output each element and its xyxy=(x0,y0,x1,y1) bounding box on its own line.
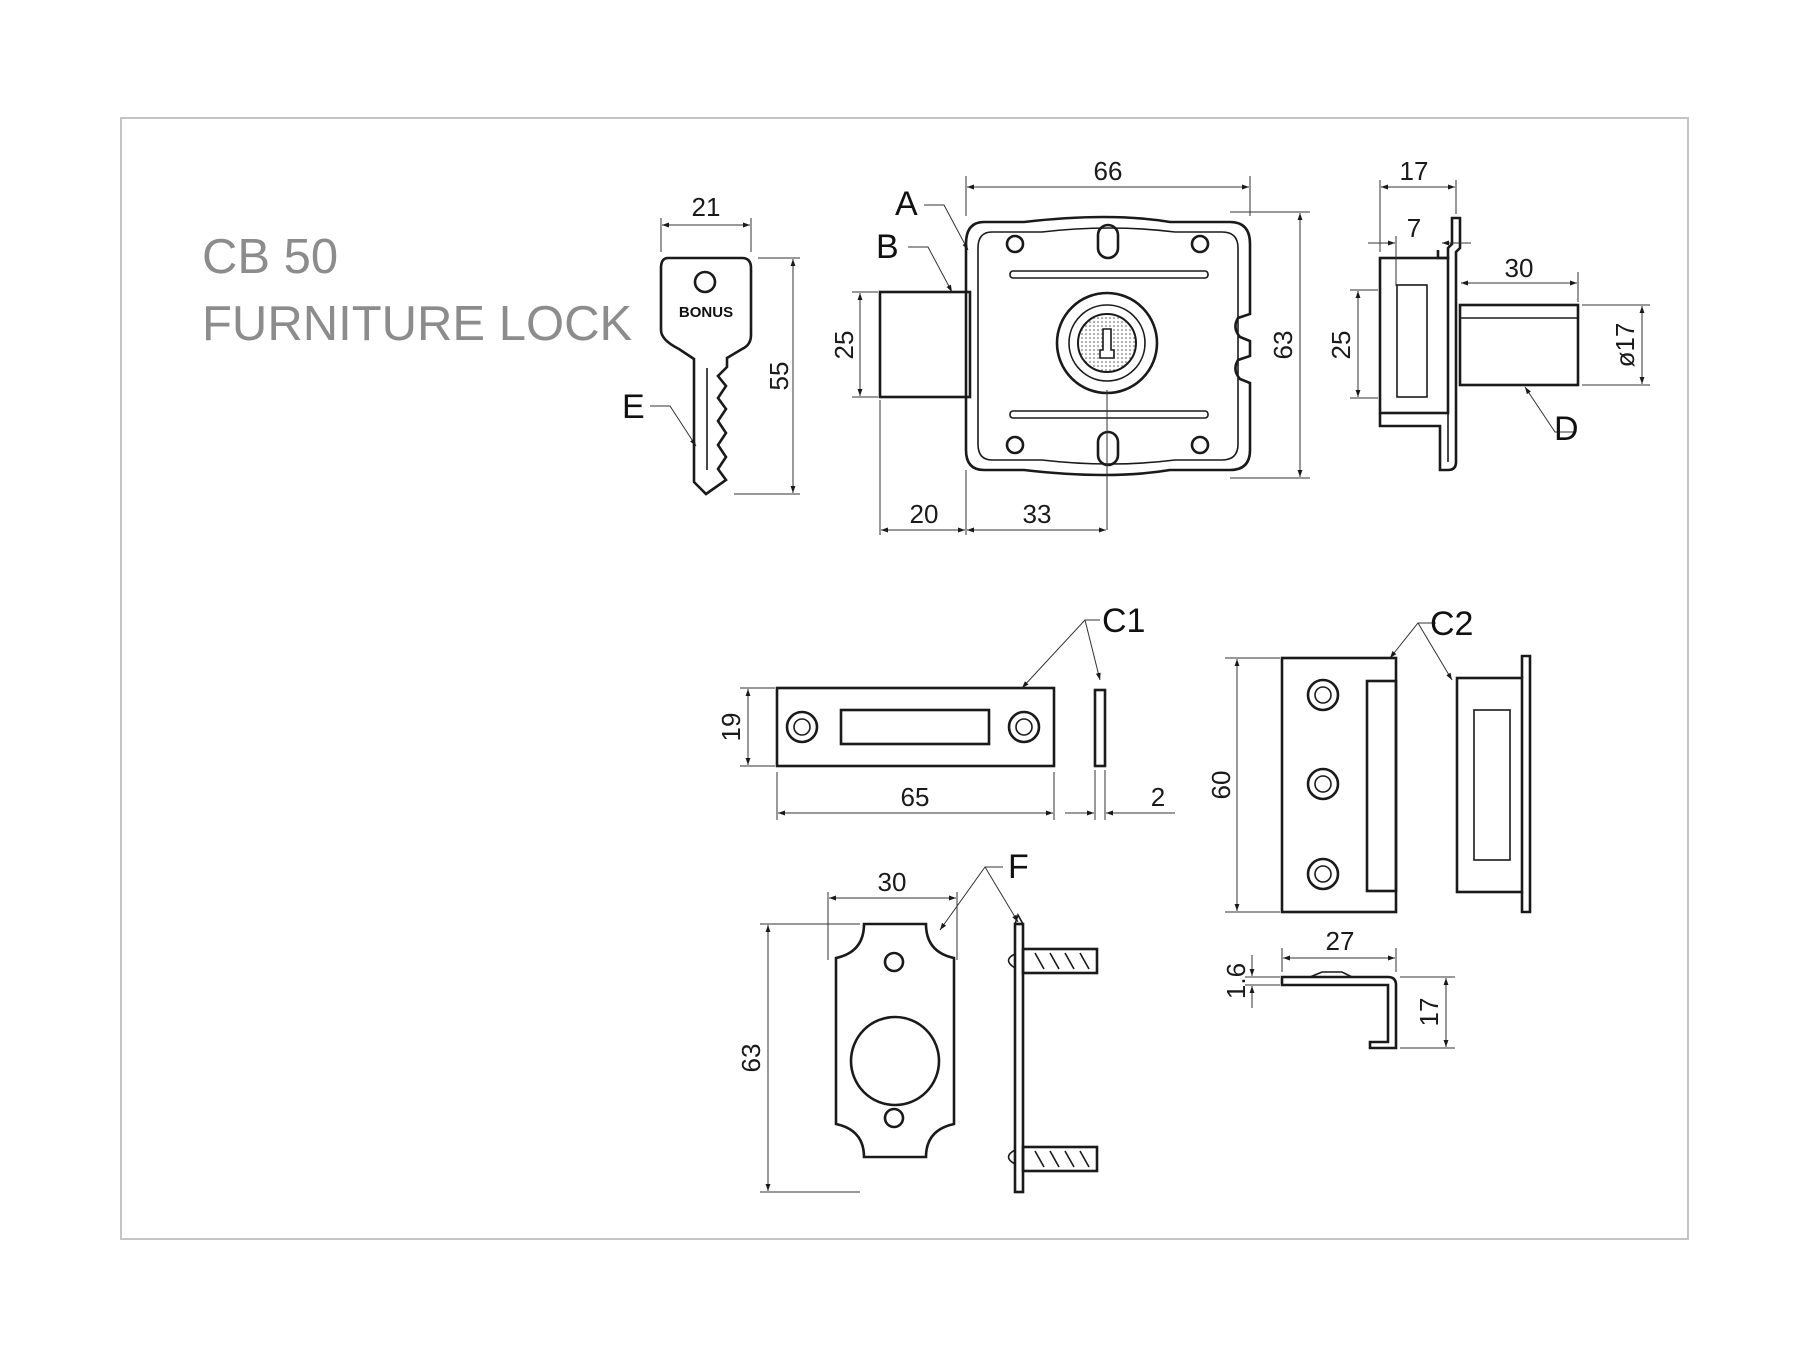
dim-key-width: 21 xyxy=(692,192,721,222)
c1-strike-plate xyxy=(775,686,1107,768)
dim-c1-thickness: 2 xyxy=(1151,782,1165,812)
title-product: FURNITURE LOCK xyxy=(202,297,632,351)
side-cylinder xyxy=(1458,303,1580,387)
dim-cylinder-diameter: ø17 xyxy=(1610,323,1640,368)
dim-f-width: 30 xyxy=(878,867,907,897)
label-b: B xyxy=(876,228,899,266)
lock-plate xyxy=(964,215,1252,477)
dim-c2-width: 27 xyxy=(1326,926,1355,956)
dim-key-height: 55 xyxy=(764,362,794,391)
lock-bolt xyxy=(878,290,972,399)
dim-c2-thickness: 1.6 xyxy=(1221,963,1251,999)
c2-box-strike xyxy=(1280,654,1532,1050)
label-f: F xyxy=(1008,848,1029,886)
keyhole-icon xyxy=(1099,328,1115,359)
label-e: E xyxy=(622,388,645,426)
key-brand: BONUS xyxy=(679,304,733,321)
key-view: BONUS xyxy=(659,256,753,496)
leader-lines xyxy=(650,204,1575,931)
dim-bolt-projection: 20 xyxy=(910,499,939,529)
dim-c1-length: 65 xyxy=(901,782,930,812)
f-escutcheon xyxy=(834,913,1099,1194)
dim-side-height: 25 xyxy=(1326,331,1356,360)
dim-side-depth: 17 xyxy=(1400,156,1429,186)
dim-backset: 33 xyxy=(1023,499,1052,529)
dim-bolt-height: 25 xyxy=(829,331,859,360)
title-model: CB 50 xyxy=(202,230,338,284)
dim-c1-height: 19 xyxy=(716,713,746,742)
label-a: A xyxy=(895,185,918,223)
drawing-frame xyxy=(120,117,1689,1240)
dim-side-flange: 7 xyxy=(1407,213,1421,243)
key-hole-icon xyxy=(693,270,717,294)
dimension-lines xyxy=(660,176,1650,1193)
dim-side-bolt-length: 30 xyxy=(1505,253,1534,283)
lock-side-view xyxy=(1378,216,1580,472)
lock-front-view xyxy=(878,215,1252,530)
label-c1: C1 xyxy=(1102,602,1145,640)
dim-lock-width: 66 xyxy=(1094,156,1123,186)
dim-c2-height: 60 xyxy=(1206,771,1236,800)
label-c2: C2 xyxy=(1430,605,1473,643)
dim-lock-height: 63 xyxy=(1268,331,1298,360)
label-d: D xyxy=(1554,410,1579,448)
dim-f-height: 63 xyxy=(736,1044,766,1073)
dim-c2-depth: 17 xyxy=(1414,998,1444,1027)
